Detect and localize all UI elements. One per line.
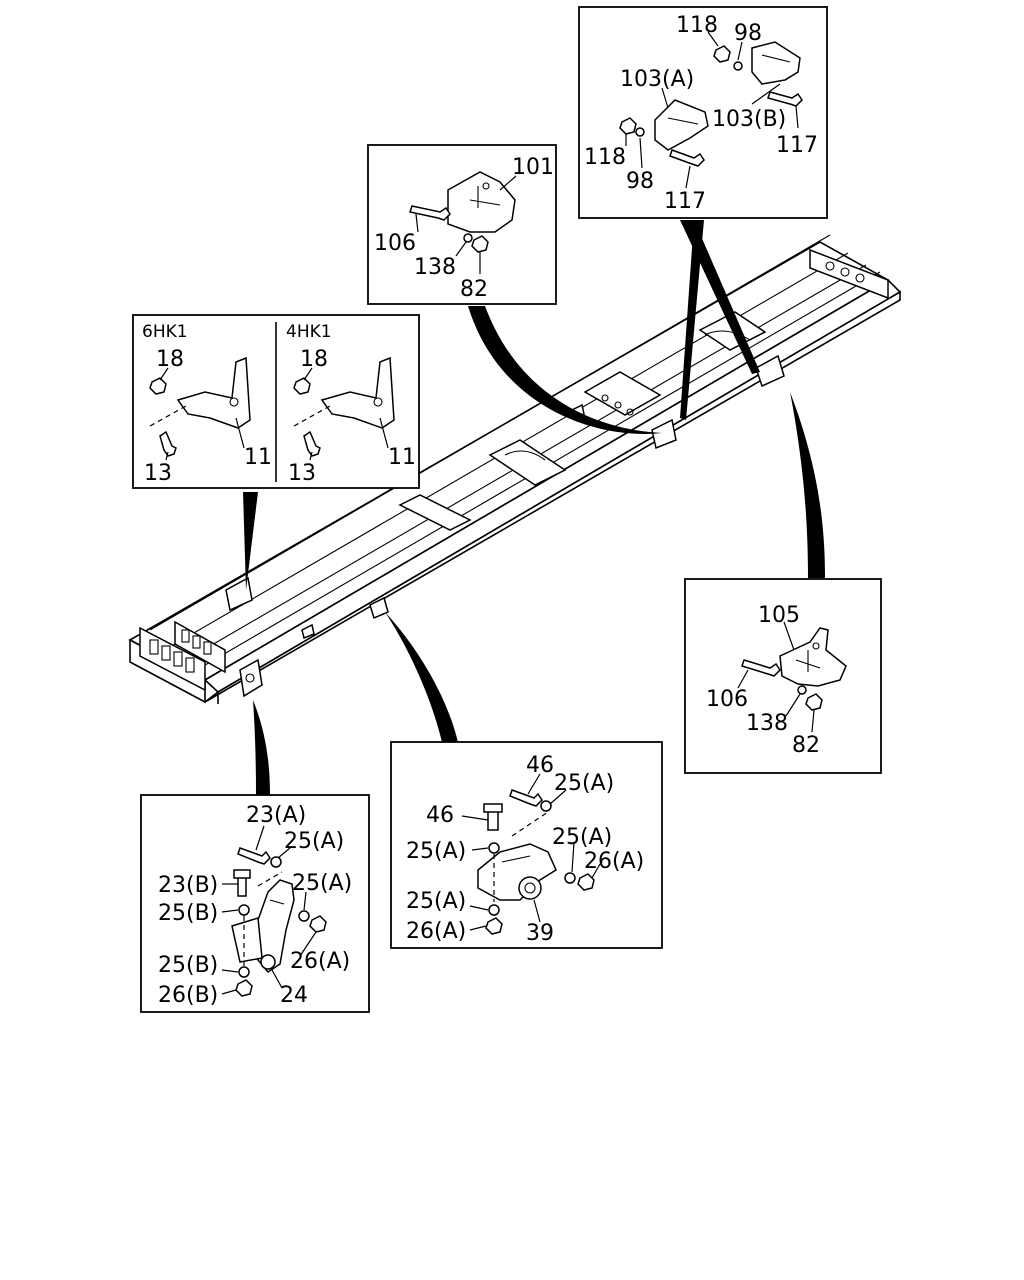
callout-25a-left: 25(A) [406, 839, 466, 864]
callout-82: 82 [460, 277, 488, 302]
callout-103b: 103(B) [712, 107, 786, 132]
front-crossmember [139, 620, 226, 692]
callout-105: 105 [758, 603, 800, 628]
callout-106: 106 [374, 231, 416, 256]
callout-23a: 23(A) [246, 803, 306, 828]
callout-101: 101 [512, 155, 554, 180]
callout-11-4hk1: 11 [388, 445, 416, 470]
callout-25a-right: 25(A) [552, 825, 612, 850]
callout-18-6hk1: 18 [156, 347, 184, 372]
callout-117: 117 [776, 133, 818, 158]
callout-11-6hk1: 11 [244, 445, 272, 470]
callout-25a-top: 25(A) [554, 771, 614, 796]
detail-rear-bracket: 105 106 138 82 [684, 578, 882, 774]
callout-13-6hk1: 13 [144, 461, 172, 486]
callout-106-right: 106 [706, 687, 748, 712]
callout-39: 39 [526, 921, 554, 946]
callout-25a-top-left: 25(A) [284, 829, 344, 854]
callout-connectors [243, 220, 825, 795]
callout-24: 24 [280, 983, 308, 1008]
engine-variant-6hk1: 6HK1 [142, 322, 188, 342]
callout-26b: 26(B) [158, 983, 218, 1008]
chassis-frame [128, 234, 902, 704]
detail-rear-hanger: 118 98 103(A) 103(B) 118 98 117 117 [578, 6, 828, 219]
callout-25b-upper: 25(B) [158, 901, 218, 926]
callout-23b: 23(B) [158, 873, 218, 898]
frame-brackets [225, 354, 785, 698]
callout-82-right: 82 [792, 733, 820, 758]
callout-26a-left: 26(A) [290, 949, 350, 974]
callout-25a-lower: 25(A) [406, 889, 466, 914]
callout-138: 138 [414, 255, 456, 280]
callout-117-lower: 117 [664, 189, 706, 214]
callout-103a: 103(A) [620, 67, 694, 92]
callout-138-right: 138 [746, 711, 788, 736]
detail-front-hanger: 23(A) 25(A) 23(B) 25(B) 25(A) 26(A) 25(B… [140, 794, 370, 1013]
crossmembers [398, 248, 889, 531]
detail-center-hanger: 46 25(A) 46 25(A) 25(A) 26(A) 25(A) 26(A… [390, 741, 663, 949]
callout-25b-lower: 25(B) [158, 953, 218, 978]
callout-26a-lower: 26(A) [406, 919, 466, 944]
callout-118-lower: 118 [584, 145, 626, 170]
callout-18-4hk1: 18 [300, 347, 328, 372]
callout-26a-right: 26(A) [584, 849, 644, 874]
callout-46-left: 46 [426, 803, 454, 828]
engine-variant-4hk1: 4HK1 [286, 322, 332, 342]
callout-13-4hk1: 13 [288, 461, 316, 486]
callout-25a-right-left: 25(A) [292, 871, 352, 896]
detail-mid-hanger: 101 106 138 82 [367, 144, 557, 305]
detail-engine-bracket: 6HK1 4HK1 18 13 11 18 13 11 [132, 314, 420, 489]
callout-98: 98 [734, 21, 762, 46]
callout-46: 46 [526, 753, 554, 778]
callout-118: 118 [676, 13, 718, 38]
callout-98-lower: 98 [626, 169, 654, 194]
